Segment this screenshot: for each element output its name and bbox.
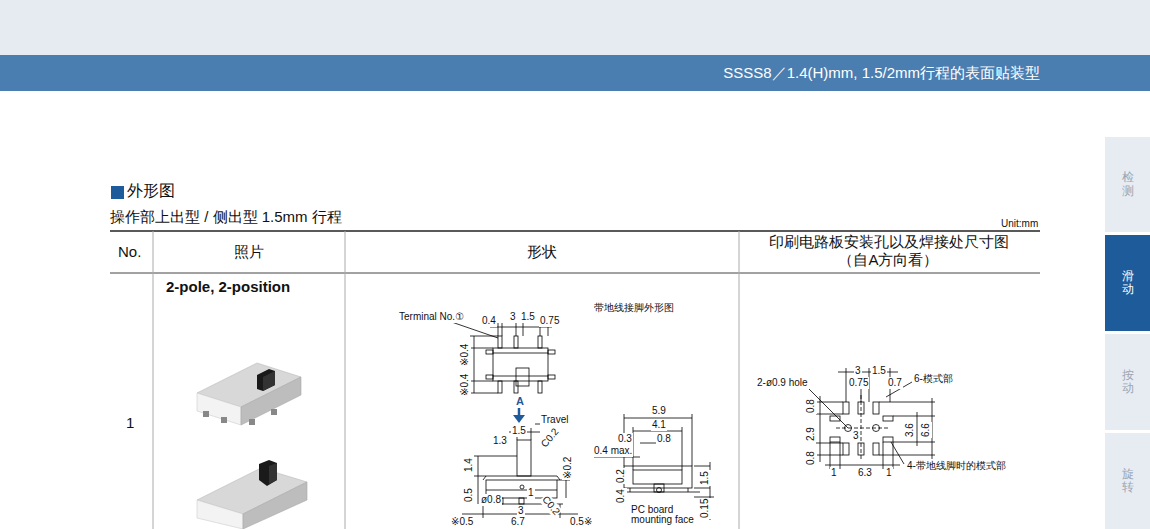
switch-photo (197, 363, 301, 425)
dimension-label: 0.75 (848, 377, 869, 389)
dimension-label: 0.7 (887, 377, 903, 389)
dimension-label: 0.4 (615, 488, 627, 504)
drawing-note: 带地线接脚外形图 (593, 302, 675, 314)
unit-note: Unit:mm (1000, 218, 1039, 230)
dimension-label: 0.5※ (569, 516, 593, 528)
tab-label: 滑动 (1122, 270, 1134, 296)
series-band: SSSS8／1.4(H)mm, 1.5/2mm行程的表面贴装型 (0, 55, 1150, 91)
table-header: 形状 (527, 243, 557, 260)
category-tab: 按动 (1105, 334, 1150, 430)
dimension-label: 0.2 (615, 468, 627, 484)
dimension-label: 1 (885, 467, 893, 479)
dimension-label: 4.1 (651, 419, 667, 431)
dimension-label: ø0.8 (480, 494, 502, 506)
section-heading: 外形图 (127, 182, 175, 200)
dimension-label: 3 (509, 311, 517, 323)
dimension-label: 1.4 (463, 457, 475, 473)
table-header: No. (118, 243, 141, 260)
dimension-label: 1.3 (492, 435, 508, 447)
dimension-label: ※0.4 (459, 373, 471, 397)
front-view-drawing (462, 424, 578, 518)
dimension-label: 1.5 (871, 365, 887, 377)
dimension-label: 6.3 (857, 467, 873, 479)
dimension-label: 0.15 (699, 498, 711, 519)
dimension-label: 0.8 (656, 433, 672, 445)
dimension-label: 3.6 (904, 422, 916, 438)
dimension-label: 3 (852, 430, 860, 442)
dimension-label: Terminal No.① (398, 311, 465, 323)
tab-label: 按动 (1122, 369, 1134, 395)
table-cell: 1 (126, 414, 134, 431)
drawing-note: 2-ø0.9 hole (756, 377, 809, 389)
dimension-label: 3 (854, 365, 862, 377)
table-header: 照片 (234, 243, 264, 260)
dimension-label: 0.8 (805, 398, 817, 414)
table-header: 印刷电路板安装孔以及焊接处尺寸图 （自A方向看） (764, 233, 1013, 269)
dimension-label: 0.3 (617, 433, 633, 445)
dimension-label: Travel (540, 414, 569, 426)
switch-photo (197, 460, 307, 529)
tab-label: 旋转 (1122, 468, 1134, 494)
dimension-label: 1 (527, 487, 535, 499)
dimension-label: 6.6 (920, 422, 932, 438)
dimension-label: ※0.4 (459, 343, 471, 367)
category-tab: 检测 (1105, 137, 1150, 232)
dimension-label: 1 (830, 467, 838, 479)
top-view-drawing (440, 318, 555, 393)
category-tab-active: 滑动 (1105, 235, 1150, 331)
dimension-label: 3 (517, 505, 525, 517)
dimension-label: 0.75 (539, 315, 560, 327)
dimension-label: 0.8 (805, 450, 817, 466)
dimension-label: 0.4 max. (593, 445, 633, 457)
view-marker: A (515, 395, 525, 408)
dimension-label: 0.4 (481, 315, 497, 327)
tab-label: 检测 (1122, 171, 1134, 197)
dimension-label: C0.2 (539, 493, 563, 518)
table-rules (110, 231, 1040, 529)
dimension-label: 1.5 (520, 311, 536, 323)
dimension-label: ※0.5 (450, 516, 474, 528)
dimension-label: 2.9 (805, 426, 817, 442)
dimension-label: 6.7 (510, 516, 526, 528)
view-arrow (513, 407, 525, 423)
subheading: 操作部上出型 / 侧出型 1.5mm 行程 (110, 208, 342, 225)
dimension-label: 5.9 (651, 405, 667, 417)
dimension-label: 1.5 (511, 425, 527, 437)
dimension-label: ※0.2 (562, 456, 574, 480)
drawing-note: 6-模式部 (913, 373, 954, 385)
dimension-label: C0.2 (538, 425, 562, 450)
drawing-note: PC board mounting face (630, 505, 704, 525)
top-band (0, 0, 1150, 55)
heading-square (111, 186, 124, 199)
dimension-label: 1.5 (699, 470, 711, 486)
category-tab: 旋转 (1105, 433, 1150, 529)
dimension-label: 0.5 (463, 487, 475, 503)
drawing-note: 4-带地线脚时的模式部 (906, 460, 1007, 472)
series-title: SSSS8／1.4(H)mm, 1.5/2mm行程的表面贴装型 (723, 64, 1040, 83)
model-name: 2-pole, 2-position (166, 278, 290, 295)
